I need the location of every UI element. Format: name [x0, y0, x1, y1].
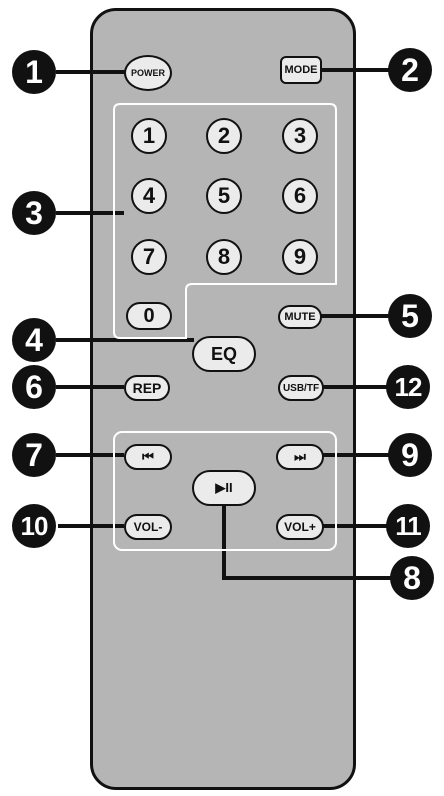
digit-4-button[interactable]: 4	[131, 178, 167, 214]
keypad-panel	[113, 103, 337, 339]
play-pause-button[interactable]: ▶II	[192, 470, 256, 506]
previous-track-button[interactable]: ⏮	[124, 444, 172, 470]
digit-6-button[interactable]: 6	[282, 178, 318, 214]
callout-12: 12	[386, 365, 430, 409]
previous-icon: ⏮	[142, 449, 154, 464]
callout-9: 9	[388, 433, 432, 477]
callout-5: 5	[388, 294, 432, 338]
mode-button[interactable]: MODE	[280, 56, 322, 84]
rep-button[interactable]: REP	[124, 375, 170, 401]
play-pause-icon: ▶II	[215, 480, 233, 495]
mute-button[interactable]: MUTE	[278, 305, 322, 329]
digit-9-button[interactable]: 9	[282, 239, 318, 275]
callout-8: 8	[390, 556, 434, 600]
next-icon: ⏭	[294, 449, 306, 464]
usb-tf-button[interactable]: USB/TF	[278, 375, 324, 401]
digit-0-button[interactable]: 0	[126, 302, 172, 330]
callout-4: 4	[12, 318, 56, 362]
digit-1-button[interactable]: 1	[131, 118, 167, 154]
leader-line-8	[222, 506, 396, 580]
callout-2: 2	[388, 48, 432, 92]
callout-10: 10	[12, 504, 56, 548]
volume-down-button[interactable]: VOL-	[124, 514, 172, 540]
power-button[interactable]: POWER	[124, 55, 172, 91]
callout-3: 3	[12, 191, 56, 235]
callout-1: 1	[12, 50, 56, 94]
transport-panel	[113, 431, 337, 551]
digit-3-button[interactable]: 3	[282, 118, 318, 154]
digit-5-button[interactable]: 5	[206, 178, 242, 214]
callout-6: 6	[12, 365, 56, 409]
callout-11: 11	[386, 504, 430, 548]
digit-8-button[interactable]: 8	[206, 239, 242, 275]
next-track-button[interactable]: ⏭	[276, 444, 324, 470]
digit-2-button[interactable]: 2	[206, 118, 242, 154]
eq-button[interactable]: EQ	[192, 336, 256, 372]
callout-7: 7	[12, 433, 56, 477]
digit-7-button[interactable]: 7	[131, 239, 167, 275]
volume-up-button[interactable]: VOL+	[276, 514, 324, 540]
